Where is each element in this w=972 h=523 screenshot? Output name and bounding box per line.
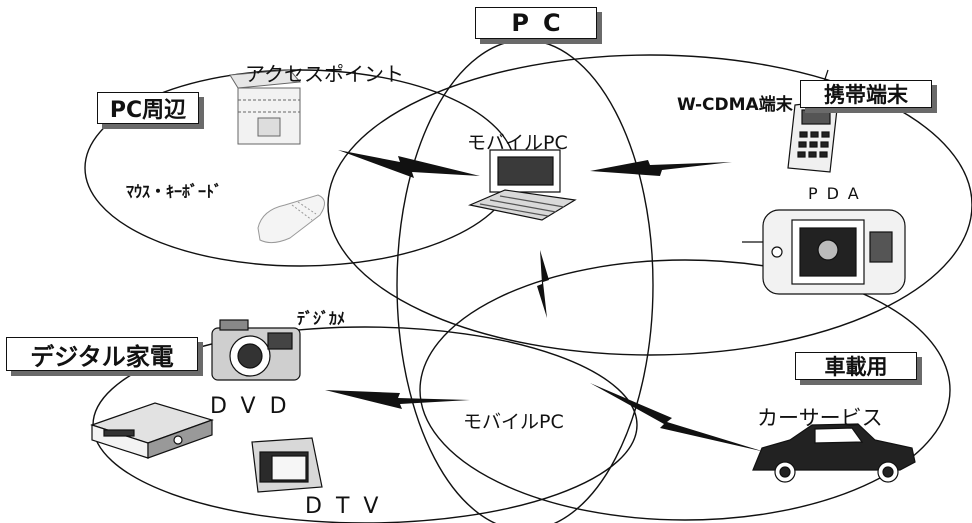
- category-pc-peripheral: PC周辺: [97, 92, 199, 124]
- category-mobile-terminal: 携帯端末: [800, 80, 932, 108]
- wireless-link-vertical: [537, 250, 549, 318]
- label-pda: PDA: [808, 184, 868, 203]
- dvd-player-icon: [92, 403, 212, 458]
- label-car-service: カーサービス: [757, 402, 883, 432]
- in-vehicle-ellipse: [420, 260, 950, 520]
- wireless-link-appliance-to-pc: [325, 390, 470, 409]
- label-mobile-pc-top: モバイルPC: [467, 128, 568, 155]
- label-dvd: DVD: [210, 394, 301, 419]
- laptop-icon: [470, 150, 575, 220]
- label-access-point: アクセスポイント: [245, 58, 404, 87]
- category-in-vehicle: 車載用: [795, 352, 917, 380]
- category-digital-appliance: デジタル家電: [6, 337, 198, 371]
- label-dtv: DTV: [305, 494, 392, 519]
- label-digicam: ﾃﾞｼﾞｶﾒ: [297, 305, 345, 329]
- pda-icon: [742, 210, 905, 294]
- digital-camera-icon: [212, 320, 300, 380]
- wireless-link-pc-to-car: [590, 383, 765, 452]
- pc-ellipse: [397, 40, 653, 523]
- label-mouse-keyboard: ﾏｳｽ・ｷｰﾎﾞｰﾄﾞ: [126, 178, 222, 202]
- mouse-keyboard-icon: [258, 195, 325, 243]
- category-pc: PC: [475, 7, 597, 39]
- label-mobile-pc-bottom: モバイルPC: [463, 407, 564, 434]
- car-icon: [753, 424, 915, 482]
- tv-icon: [252, 438, 322, 492]
- wireless-link-peripheral-to-pc: [338, 150, 480, 178]
- wireless-link-pc-to-mobile: [590, 160, 732, 176]
- label-wcdma: W-CDMA端末: [677, 90, 793, 115]
